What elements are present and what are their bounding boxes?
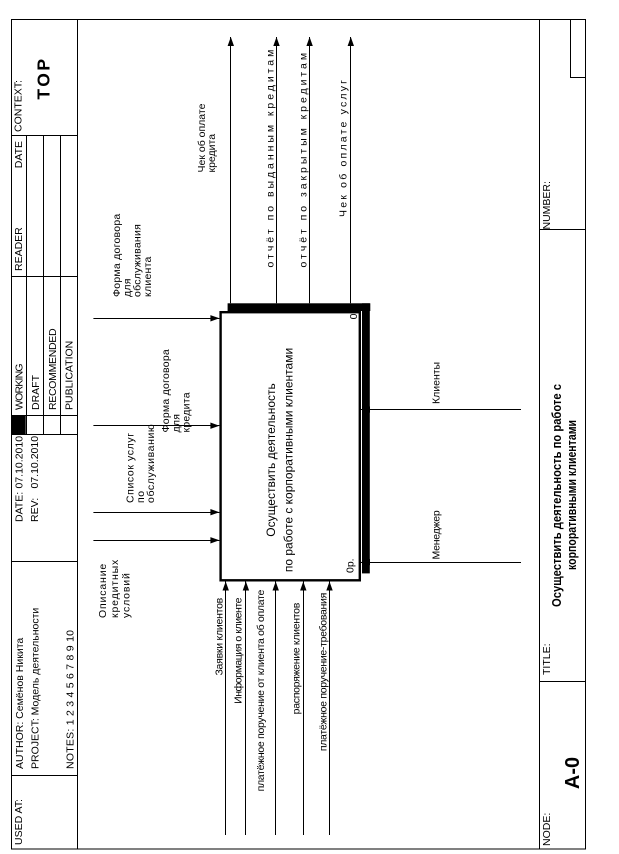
svg-text:PUBLICATION: PUBLICATION	[63, 341, 75, 410]
svg-text:NODE:: NODE:	[541, 813, 553, 846]
svg-text:по работе с корпоративными кли: по работе с корпоративными клиентами	[282, 348, 296, 572]
svg-text:кредита: кредита	[206, 134, 218, 173]
svg-text:07.10.2010: 07.10.2010	[29, 436, 41, 489]
svg-text:Заявки клиентов: Заявки клиентов	[214, 597, 226, 675]
svg-text:DRAFT: DRAFT	[30, 374, 42, 410]
svg-text:READER: READER	[13, 227, 25, 271]
svg-text:Чек об оплате услуг: Чек об оплате услуг	[337, 78, 349, 217]
svg-text:Форма договора: Форма договора	[160, 349, 172, 433]
svg-text:клиента: клиента	[142, 256, 154, 297]
svg-text:NUMBER:: NUMBER:	[541, 181, 553, 229]
svg-text:кредита: кредита	[181, 392, 193, 432]
svg-text:по: по	[135, 490, 147, 503]
svg-text:NOTES: 1 2 3 4 5 6 7 8: NOTES: 1 2 3 4 5 6 7 8 9 10	[65, 630, 77, 769]
svg-text:07.10.2010: 07.10.2010	[14, 436, 26, 489]
svg-text:Информация о клиенте: Информация о клиенте	[233, 597, 245, 703]
svg-text:DATE: DATE	[13, 141, 25, 168]
svg-text:отчёт по закрытым кредитам: отчёт по закрытым кредитам	[298, 50, 310, 268]
svg-text:Клиенты: Клиенты	[431, 362, 443, 404]
svg-text:Осуществить деятельность: Осуществить деятельность	[264, 383, 278, 537]
svg-text:платёжное поручение-требования: платёжное поручение-требования	[318, 593, 330, 751]
svg-text:0: 0	[348, 313, 360, 319]
svg-text:распоряжение клиентов: распоряжение клиентов	[291, 602, 303, 714]
svg-text:Описание: Описание	[97, 563, 109, 618]
svg-text:AUTHOR: Семёнов Никита: AUTHOR: Семёнов Никита	[14, 638, 26, 769]
svg-text:Менеджер: Менеджер	[431, 510, 443, 559]
svg-text:REV:: REV:	[29, 498, 41, 522]
svg-text:обслуживанию: обслуживанию	[145, 424, 157, 503]
svg-text:для: для	[170, 414, 182, 433]
svg-text:Форма договора: Форма договора	[111, 213, 123, 297]
svg-text:Чек об оплате: Чек об оплате	[196, 103, 208, 172]
svg-text:0р.: 0р.	[345, 558, 357, 573]
svg-text:Список услуг: Список услуг	[125, 432, 137, 503]
svg-text:корпоративными клиентами: корпоративными клиентами	[564, 420, 579, 570]
svg-text:A-0: A-0	[562, 757, 584, 789]
svg-text:DATE:: DATE:	[14, 492, 26, 522]
svg-text:отчёт по выданным кредитам: отчёт по выданным кредитам	[265, 47, 277, 268]
svg-text:условий: условий	[121, 572, 133, 618]
svg-text:кредитных: кредитных	[109, 559, 121, 618]
svg-text:RECOMMENDED: RECOMMENDED	[47, 328, 59, 410]
svg-text:CONTEXT:: CONTEXT:	[13, 80, 25, 132]
svg-text:USED AT:: USED AT:	[13, 799, 25, 845]
svg-text:WORKING: WORKING	[14, 364, 26, 410]
svg-text:обслуживания: обслуживания	[132, 224, 144, 297]
svg-text:Осуществить деятельность по ра: Осуществить деятельность по работе с	[549, 384, 564, 607]
svg-text:PROJECT: Модель деятельности: PROJECT: Модель деятельности	[30, 608, 42, 769]
svg-text:TOP: TOP	[34, 56, 54, 99]
svg-text:для: для	[121, 278, 133, 297]
svg-text:платёжное поручение от клиента: платёжное поручение от клиента об оплате	[255, 590, 267, 792]
svg-text:TITLE:: TITLE:	[541, 643, 553, 675]
